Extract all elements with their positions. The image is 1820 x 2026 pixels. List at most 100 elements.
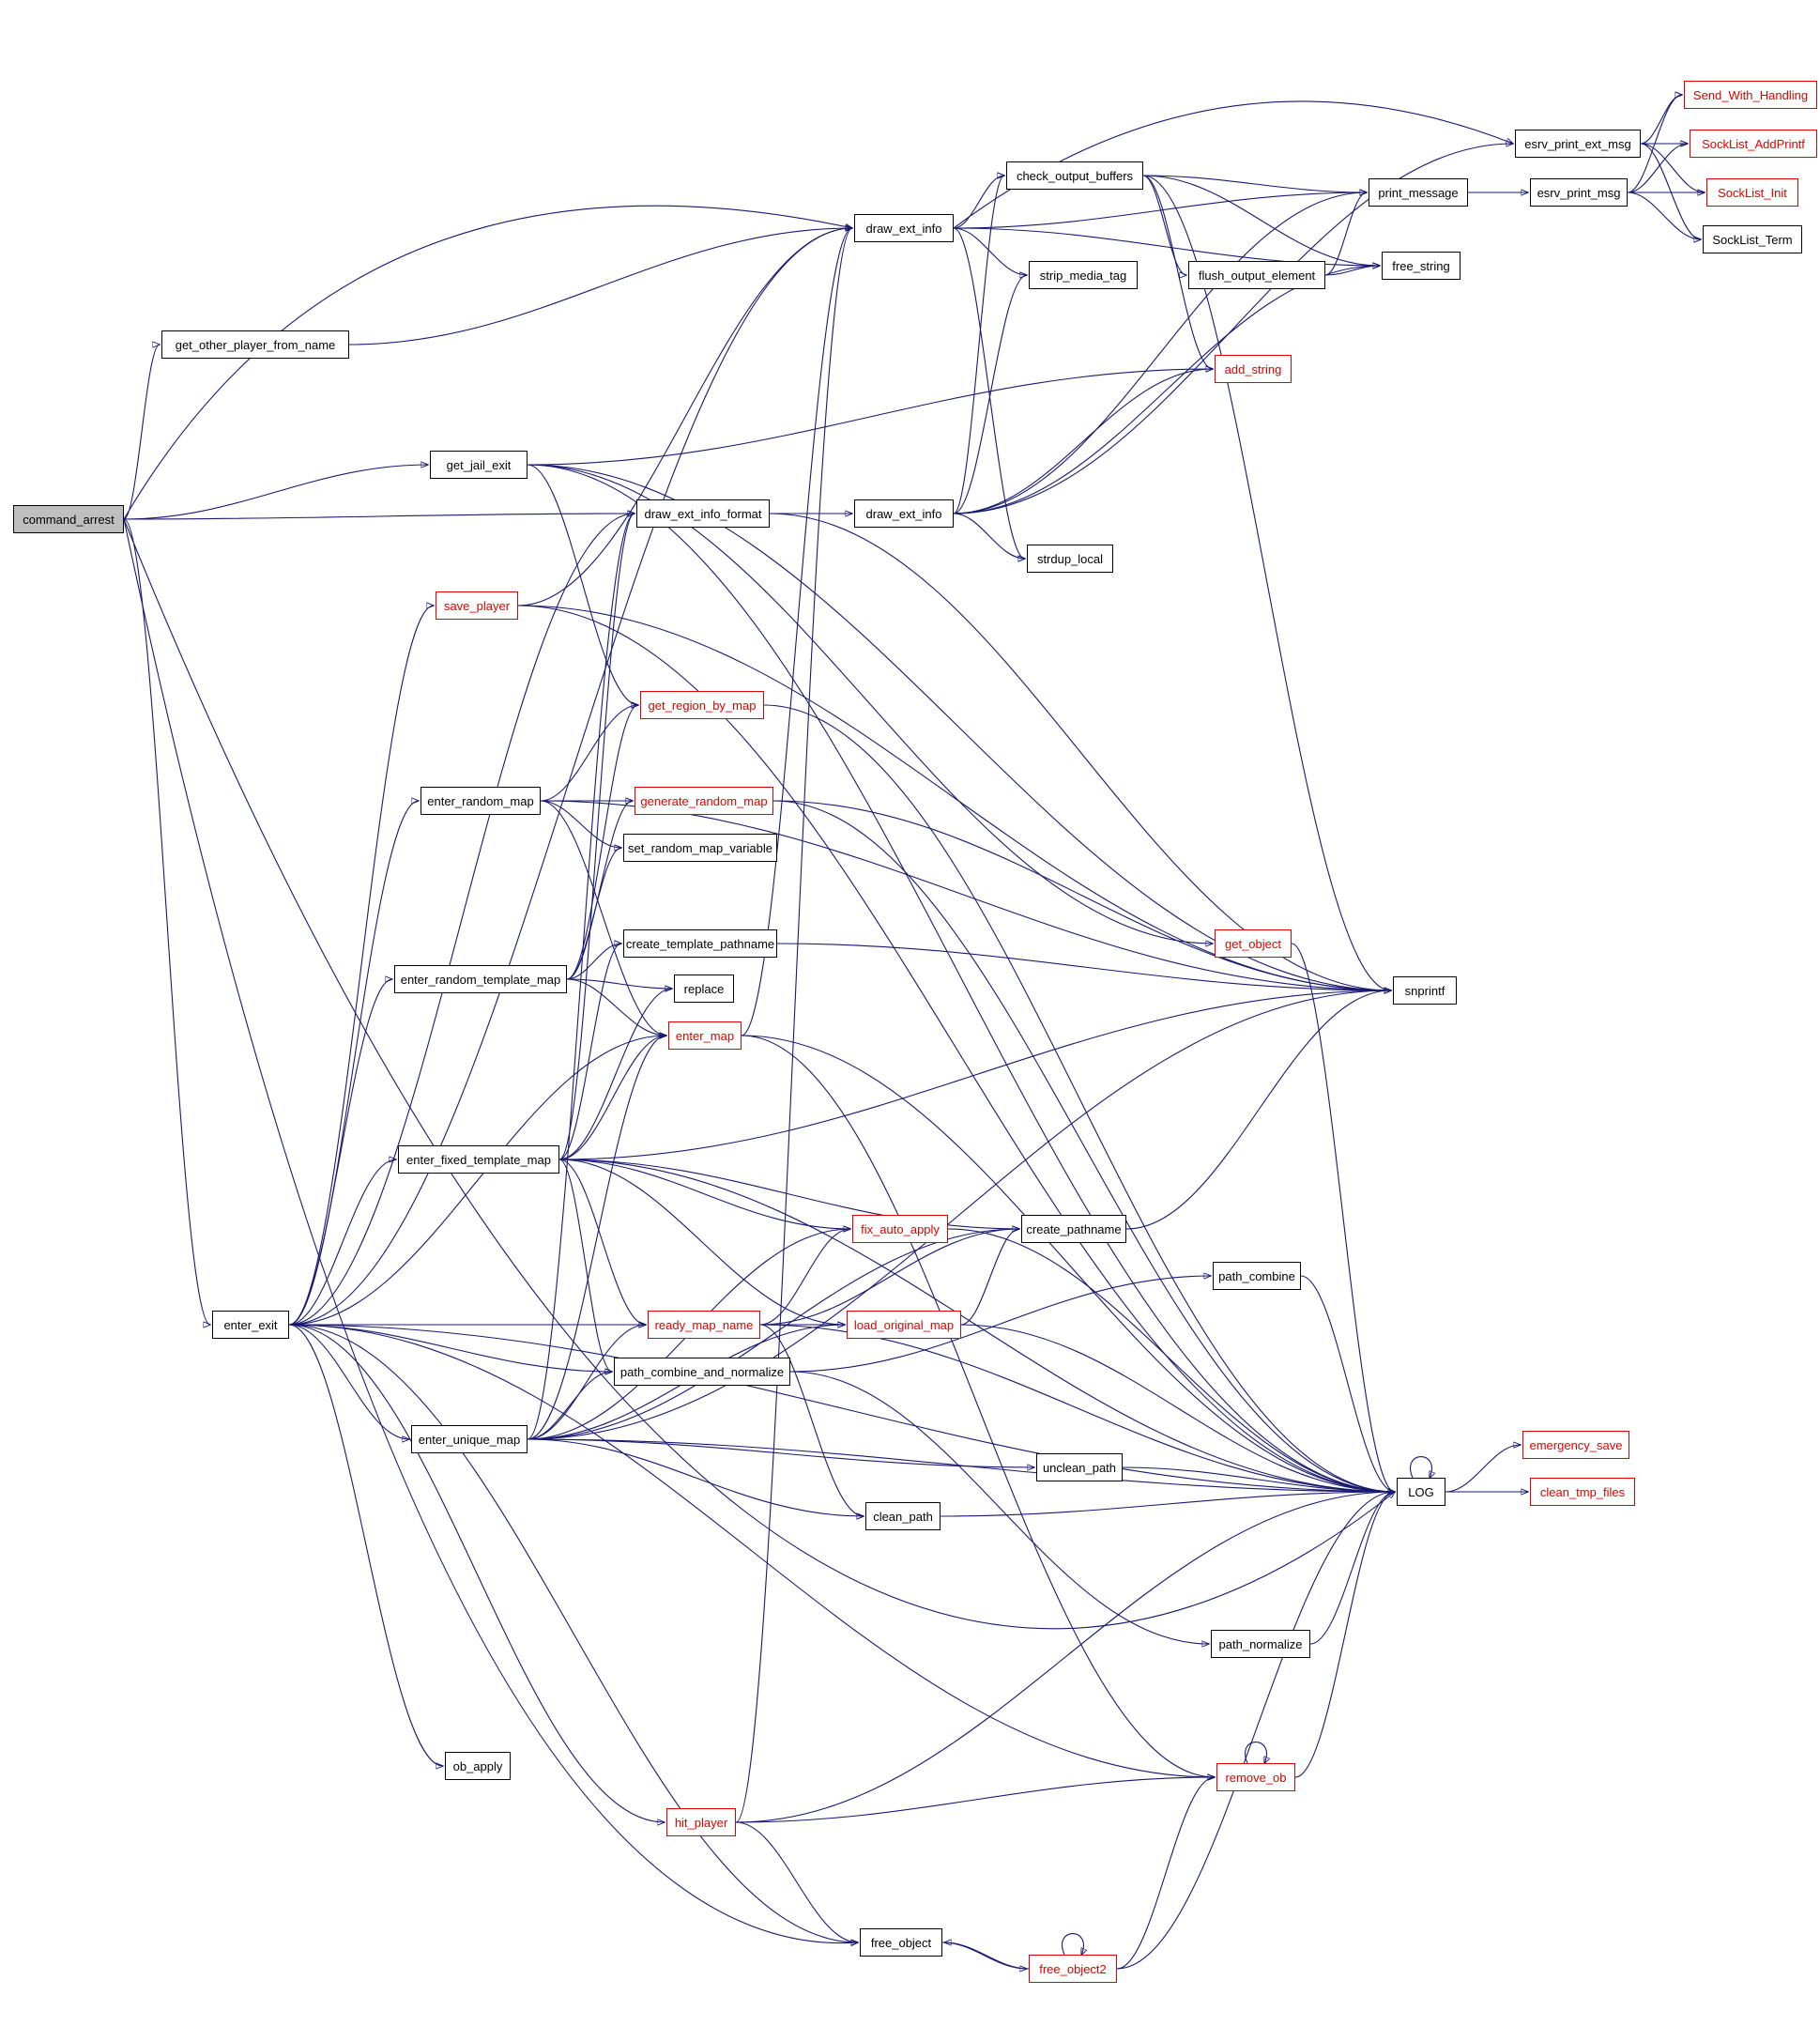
- graph-node-get_region_by_map[interactable]: get_region_by_map: [640, 691, 764, 719]
- edge-remove_ob-to-LOG: [1294, 1492, 1395, 1778]
- graph-node-LOG[interactable]: LOG: [1397, 1478, 1445, 1506]
- graph-node-path_combine_and_normalize[interactable]: path_combine_and_normalize: [614, 1358, 790, 1386]
- edge-hit_player-to-draw_ext_info_1: [735, 228, 852, 1823]
- edge-enter_unique_map-to-unclean_path: [527, 1438, 1034, 1467]
- edge-enter_exit-to-enter_fixed_template_map: [288, 1159, 396, 1326]
- graph-node-free_string[interactable]: free_string: [1382, 252, 1461, 280]
- edge-enter_random_template_map-to-enter_map: [566, 978, 666, 1036]
- graph-node-hit_player[interactable]: hit_player: [666, 1808, 736, 1836]
- graph-node-clean_tmp_files[interactable]: clean_tmp_files: [1530, 1478, 1635, 1506]
- graph-node-get_jail_exit[interactable]: get_jail_exit: [430, 451, 528, 479]
- edge-enter_exit-to-LOG: [288, 1324, 1395, 1492]
- edge-draw_ext_info_1-to-strdup_local: [953, 227, 1025, 559]
- edge-hit_player-to-remove_ob: [735, 1777, 1215, 1823]
- graph-node-snprintf[interactable]: snprintf: [1393, 976, 1457, 1005]
- graph-node-draw_ext_info_2[interactable]: draw_ext_info: [854, 499, 954, 528]
- graph-node-load_original_map[interactable]: load_original_map: [847, 1311, 961, 1339]
- edge-ready_map_name-to-create_pathname: [759, 1229, 1019, 1326]
- graph-node-enter_random_template_map[interactable]: enter_random_template_map: [394, 965, 567, 993]
- edge-enter_exit-to-enter_random_map: [288, 801, 419, 1326]
- edge-command_arrest-to-get_jail_exit: [123, 465, 428, 520]
- graph-node-esrv_print_ext_msg[interactable]: esrv_print_ext_msg: [1515, 130, 1641, 158]
- graph-node-flush_output_element[interactable]: flush_output_element: [1188, 261, 1325, 289]
- edge-enter_exit-to-draw_ext_info_format: [288, 514, 635, 1326]
- graph-node-add_string[interactable]: add_string: [1215, 355, 1292, 383]
- edge-flush_output_element-to-print_message: [1324, 192, 1367, 276]
- edge-get_jail_exit-to-get_object: [527, 464, 1213, 944]
- graph-node-ready_map_name[interactable]: ready_map_name: [648, 1311, 760, 1339]
- edge-enter_unique_map-to-LOG: [527, 1438, 1395, 1492]
- graph-node-fix_auto_apply[interactable]: fix_auto_apply: [852, 1215, 948, 1243]
- edge-esrv_print_msg-to-SockList_AddPrintf: [1627, 144, 1688, 193]
- graph-node-print_message[interactable]: print_message: [1369, 178, 1468, 207]
- edge-enter_map-to-remove_ob: [741, 1035, 1215, 1777]
- edge-enter_unique_map-to-clean_path: [527, 1438, 864, 1516]
- graph-node-strdup_local[interactable]: strdup_local: [1027, 545, 1113, 573]
- graph-node-path_normalize[interactable]: path_normalize: [1211, 1630, 1310, 1658]
- edge-draw_ext_info_1-to-check_output_buffers: [953, 176, 1004, 229]
- graph-node-Send_With_Handling[interactable]: Send_With_Handling: [1684, 81, 1817, 109]
- graph-node-enter_map[interactable]: enter_map: [668, 1021, 742, 1050]
- graph-node-replace[interactable]: replace: [674, 975, 734, 1003]
- graph-node-enter_unique_map[interactable]: enter_unique_map: [411, 1425, 528, 1453]
- graph-node-SockList_AddPrintf[interactable]: SockList_AddPrintf: [1690, 130, 1817, 158]
- graph-node-path_combine[interactable]: path_combine: [1213, 1262, 1301, 1290]
- edge-command_arrest-to-get_other_player_from_name: [123, 345, 160, 520]
- edge-enter_exit-to-hit_player: [288, 1324, 665, 1822]
- graph-node-draw_ext_info_format[interactable]: draw_ext_info_format: [636, 499, 770, 528]
- graph-node-SockList_Term[interactable]: SockList_Term: [1703, 225, 1802, 253]
- graph-node-ob_apply[interactable]: ob_apply: [445, 1752, 511, 1780]
- edge-get_jail_exit-to-add_string: [527, 369, 1213, 466]
- graph-node-command_arrest[interactable]: command_arrest: [13, 505, 124, 533]
- edge-enter_fixed_template_map-to-ready_map_name: [558, 1159, 646, 1325]
- edge-get_jail_exit-to-snprintf: [527, 464, 1391, 990]
- graph-node-free_object2[interactable]: free_object2: [1029, 1955, 1117, 1983]
- graph-node-create_template_pathname[interactable]: create_template_pathname: [623, 929, 777, 958]
- graph-node-strip_media_tag[interactable]: strip_media_tag: [1029, 261, 1138, 289]
- edge-enter_exit-to-remove_ob: [288, 1324, 1215, 1777]
- graph-node-check_output_buffers[interactable]: check_output_buffers: [1006, 161, 1143, 190]
- graph-node-SockList_Init[interactable]: SockList_Init: [1706, 178, 1798, 207]
- graph-node-save_player[interactable]: save_player: [436, 591, 518, 620]
- graph-node-enter_fixed_template_map[interactable]: enter_fixed_template_map: [398, 1145, 559, 1174]
- edge-enter_fixed_template_map-to-enter_map: [558, 1036, 666, 1160]
- graph-node-create_pathname[interactable]: create_pathname: [1021, 1215, 1126, 1243]
- graph-node-esrv_print_msg[interactable]: esrv_print_msg: [1530, 178, 1628, 207]
- edge-draw_ext_info_2-to-free_string: [953, 266, 1380, 514]
- edge-free_object2-to-LOG: [1116, 1492, 1395, 1970]
- edge-enter_map-to-draw_ext_info_1: [741, 228, 852, 1036]
- graph-node-enter_random_map[interactable]: enter_random_map: [421, 787, 541, 815]
- graph-node-remove_ob[interactable]: remove_ob: [1216, 1763, 1295, 1791]
- edge-draw_ext_info_format-to-snprintf: [769, 513, 1391, 990]
- edge-esrv_print_ext_msg-to-Send_With_Handling: [1640, 95, 1682, 145]
- edge-enter_unique_map-to-draw_ext_info_format: [527, 514, 635, 1440]
- graph-node-clean_path[interactable]: clean_path: [865, 1502, 941, 1530]
- graph-node-emergency_save[interactable]: emergency_save: [1522, 1431, 1629, 1459]
- graph-node-free_object[interactable]: free_object: [860, 1928, 942, 1957]
- edge-enter_fixed_template_map-to-create_pathname: [558, 1159, 1019, 1229]
- edge-free_object2-to-remove_ob: [1116, 1777, 1215, 1970]
- graph-node-draw_ext_info_1[interactable]: draw_ext_info: [854, 214, 954, 242]
- graph-node-set_random_map_variable[interactable]: set_random_map_variable: [623, 834, 777, 862]
- graph-node-unclean_path[interactable]: unclean_path: [1036, 1453, 1123, 1481]
- edge-enter_fixed_template_map-to-replace: [558, 989, 672, 1160]
- edge-clean_path-to-LOG: [940, 1492, 1395, 1517]
- edge-get_object-to-LOG: [1291, 943, 1395, 1492]
- edge-create_pathname-to-snprintf: [1125, 990, 1391, 1230]
- edge-enter_exit-to-draw_ext_info_1: [288, 228, 852, 1326]
- edge-generate_random_map-to-LOG: [772, 800, 1395, 1492]
- edge-save_player-to-LOG: [517, 605, 1395, 1492]
- edge-ready_map_name-to-fix_auto_apply: [759, 1229, 850, 1326]
- graph-node-enter_exit[interactable]: enter_exit: [212, 1311, 289, 1339]
- graph-node-get_other_player_from_name[interactable]: get_other_player_from_name: [161, 330, 349, 359]
- edge-path_combine_and_normalize-to-path_combine: [789, 1276, 1211, 1373]
- edge-LOG-to-LOG: [1410, 1456, 1432, 1479]
- edge-enter_random_template_map-to-get_region_by_map: [566, 705, 638, 980]
- edge-esrv_print_ext_msg-to-SockList_Term: [1640, 143, 1701, 239]
- graph-node-get_object[interactable]: get_object: [1215, 929, 1292, 958]
- edge-create_template_pathname-to-snprintf: [776, 943, 1391, 990]
- edge-save_player-to-draw_ext_info_1: [517, 228, 852, 606]
- graph-node-generate_random_map[interactable]: generate_random_map: [635, 787, 773, 815]
